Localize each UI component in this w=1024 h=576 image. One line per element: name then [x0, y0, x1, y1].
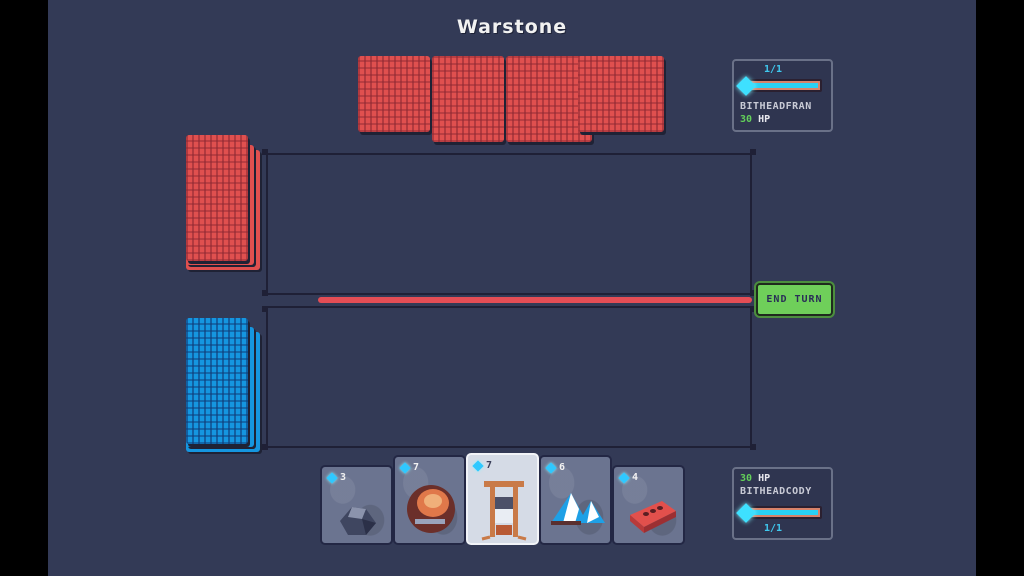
hand-card[interactable]: 6	[539, 455, 612, 545]
end-turn-button[interactable]: END TURN	[756, 283, 833, 316]
opponent-hp: 30 HP	[740, 114, 770, 125]
hp-unit: HP	[758, 114, 771, 125]
lane-corner	[262, 306, 268, 312]
mana-gem-icon	[399, 461, 411, 474]
hand-card[interactable]: 4	[612, 465, 685, 545]
card-cost: 3	[340, 472, 347, 483]
mana-gem-icon	[326, 471, 338, 484]
player-mana-text: 1/1	[764, 523, 783, 534]
lane-corner	[750, 306, 756, 312]
player-deck-top	[186, 318, 248, 444]
player-hp-value: 30	[740, 473, 753, 484]
turn-timer-line	[318, 297, 752, 303]
lane-corner	[750, 444, 756, 450]
lane-corner	[262, 290, 268, 296]
opponent-panel: 1/1 BITHEADFRAN 30 HP	[732, 59, 833, 132]
player-name: BITHEADCODY	[740, 486, 812, 497]
mana-fill	[752, 83, 818, 88]
rock-icon	[340, 507, 376, 535]
card-cost: 6	[559, 462, 566, 473]
mana-gem-icon	[545, 461, 557, 474]
opponent-card-back	[506, 56, 592, 142]
player-hp: 30 HP	[740, 473, 770, 484]
card-cost: 7	[486, 460, 493, 471]
card-cost: 7	[413, 462, 420, 473]
player-panel: 30 HP BITHEADCODY 1/1	[732, 467, 833, 540]
lane-corner	[750, 149, 756, 155]
opponent-mana-text: 1/1	[764, 64, 783, 75]
opponent-deck-top	[186, 135, 248, 261]
opponent-card-back	[432, 56, 504, 142]
fireball-icon	[407, 485, 455, 533]
guillotine-icon	[481, 481, 527, 541]
mountain-icon	[551, 493, 605, 525]
hand-card-selected[interactable]: 7	[466, 453, 539, 545]
opponent-board-lane[interactable]	[266, 153, 752, 295]
hand-card[interactable]: 7	[393, 455, 466, 545]
mana-gem-icon	[472, 459, 484, 472]
lane-corner	[262, 444, 268, 450]
player-mana-bar	[748, 506, 822, 519]
game-title: Warstone	[456, 16, 568, 38]
mana-gem-icon	[618, 471, 630, 484]
lane-corner	[262, 149, 268, 155]
hp-unit: HP	[758, 473, 771, 484]
player-board-lane[interactable]	[266, 306, 752, 448]
mana-fill	[752, 510, 818, 515]
hand-card[interactable]: 3	[320, 465, 393, 545]
opponent-mana-bar	[748, 79, 822, 92]
card-cost: 4	[632, 472, 639, 483]
brick-icon	[630, 501, 676, 533]
game-board: Warstone END TURN 1/1 BITHEADFRAN	[48, 0, 976, 576]
lane-corner	[750, 290, 756, 296]
opponent-hp-value: 30	[740, 114, 753, 125]
opponent-card-back	[578, 56, 664, 132]
opponent-name: BITHEADFRAN	[740, 101, 812, 112]
opponent-card-back	[358, 56, 430, 132]
